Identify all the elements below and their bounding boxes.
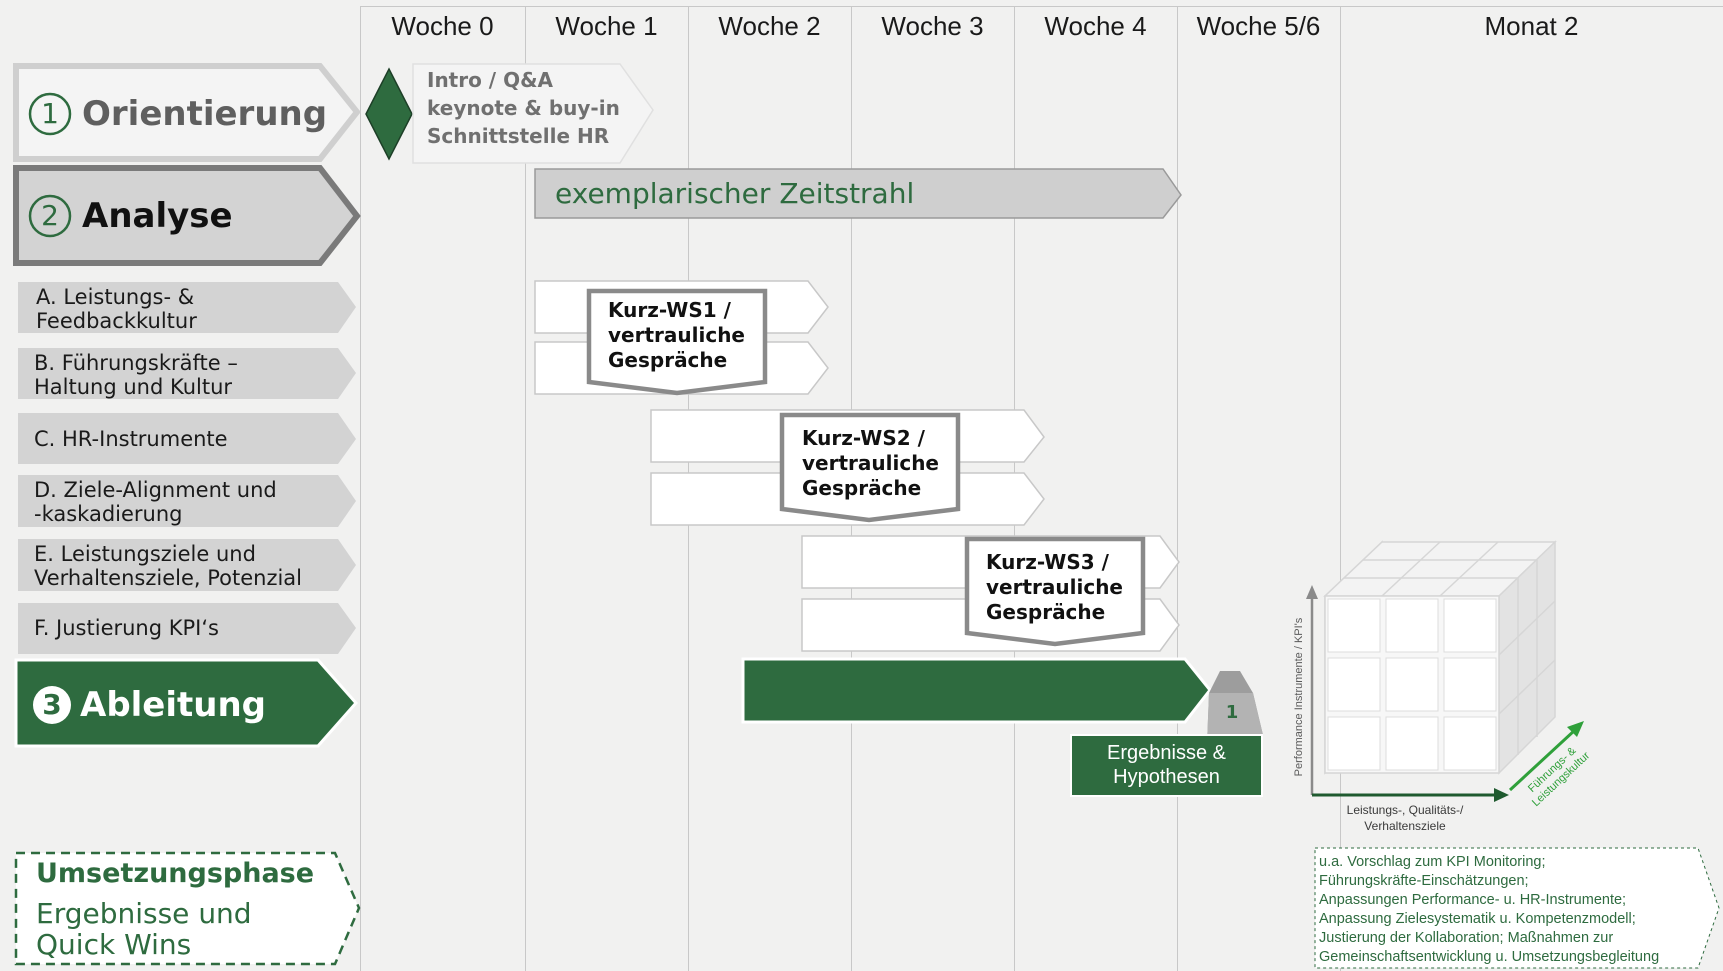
phase-orientierung-number-circle: [28, 92, 72, 136]
timeline-bar: [534, 168, 1182, 219]
analysis-item-label: C. HR-Instrumente: [34, 427, 228, 451]
intro-box-shape: [412, 63, 654, 164]
analysis-item-chevron: [18, 413, 356, 464]
grid-line: [525, 6, 526, 971]
phase-orientierung-number: 1: [41, 97, 59, 130]
phase-analyse-label: Analyse: [82, 196, 233, 236]
intro-box-label: Intro / Q&A keynote & buy-in Schnittstel…: [427, 68, 620, 148]
phase-ableitung-label: Ableitung: [80, 685, 267, 725]
column-header-month-2: Monat 2: [1484, 11, 1579, 41]
phase-analyse-number: 2: [41, 199, 59, 232]
results-box: [1070, 734, 1263, 797]
column-header-week-5-6: Woche 5/6: [1196, 11, 1321, 41]
grid-line: [360, 6, 361, 971]
analysis-item-chevron: [18, 539, 356, 591]
workshop-1-label: Kurz-WS1 / vertrauliche Gespräche: [608, 298, 745, 372]
header-rule: [360, 6, 1723, 7]
umsetzung-title: Umsetzungsphase: [36, 858, 315, 889]
grid-line: [1177, 6, 1178, 971]
notes-text: u.a. Vorschlag zum KPI Monitoring; Führu…: [1319, 854, 1660, 965]
phase-analyse-number-circle: [28, 194, 72, 238]
milestone-number: 1: [1225, 702, 1239, 723]
column-header-week-1: Woche 1: [555, 11, 658, 41]
analysis-item-chevron: [18, 603, 356, 654]
analysis-item-chevron: [18, 282, 356, 333]
ws3-label-frame: [964, 536, 1146, 647]
column-header-week-2: Woche 2: [718, 11, 821, 41]
cube-x-axis-label: Leistungs-, Qualitäts-/ Verhaltensziele: [1346, 803, 1464, 833]
analysis-item-label: D. Ziele-Alignment und -kaskadierung: [34, 478, 277, 526]
analysis-item-label: A. Leistungs- & Feedbackkultur: [36, 285, 197, 333]
analysis-item-chevron: [18, 348, 356, 399]
phase-analyse-chevron: [13, 165, 361, 266]
column-header-week-0: Woche 0: [391, 11, 494, 41]
ws2-label-frame: [779, 412, 961, 523]
notes-box: [1314, 847, 1720, 969]
phase-ableitung-number: 3: [42, 688, 62, 721]
umsetzung-subtitle: Ergebnisse und Quick Wins: [36, 897, 252, 961]
phase-ableitung-number-circle: [33, 686, 71, 724]
umsetzung-chevron: [14, 851, 361, 966]
column-header-week-3: Woche 3: [881, 11, 984, 41]
analysis-item-label: F. Justierung KPI‘s: [34, 616, 219, 640]
results-label: Ergebnisse & Hypothesen: [1107, 742, 1226, 788]
column-header-week-4: Woche 4: [1044, 11, 1147, 41]
milestone-diamond: [365, 67, 413, 161]
ws1-label-frame: [586, 288, 768, 396]
cube-z-axis: [1508, 728, 1577, 792]
cube-graphic: [1323, 540, 1557, 775]
workshop-2-label: Kurz-WS2 / vertrauliche Gespräche: [802, 426, 939, 500]
analysis-item-chevron: [18, 475, 356, 527]
cube-y-axis-label: Performance Instrumente / KPI's: [1293, 617, 1305, 777]
phase-orientierung-chevron: [13, 63, 361, 162]
analysis-item-label: E. Leistungsziele und Verhaltensziele, P…: [34, 542, 303, 590]
workshop-3-label: Kurz-WS3 / vertrauliche Gespräche: [986, 550, 1123, 624]
timeline-label: exemplarischer Zeitstrahl: [555, 177, 915, 210]
phase-ableitung-chevron: [14, 658, 359, 748]
phase-orientierung-label: Orientierung: [82, 94, 328, 134]
grid-line: [1340, 6, 1341, 971]
analysis-item-label: B. Führungskräfte – Haltung und Kultur: [34, 351, 238, 399]
ableitung-bar: [741, 657, 1212, 724]
